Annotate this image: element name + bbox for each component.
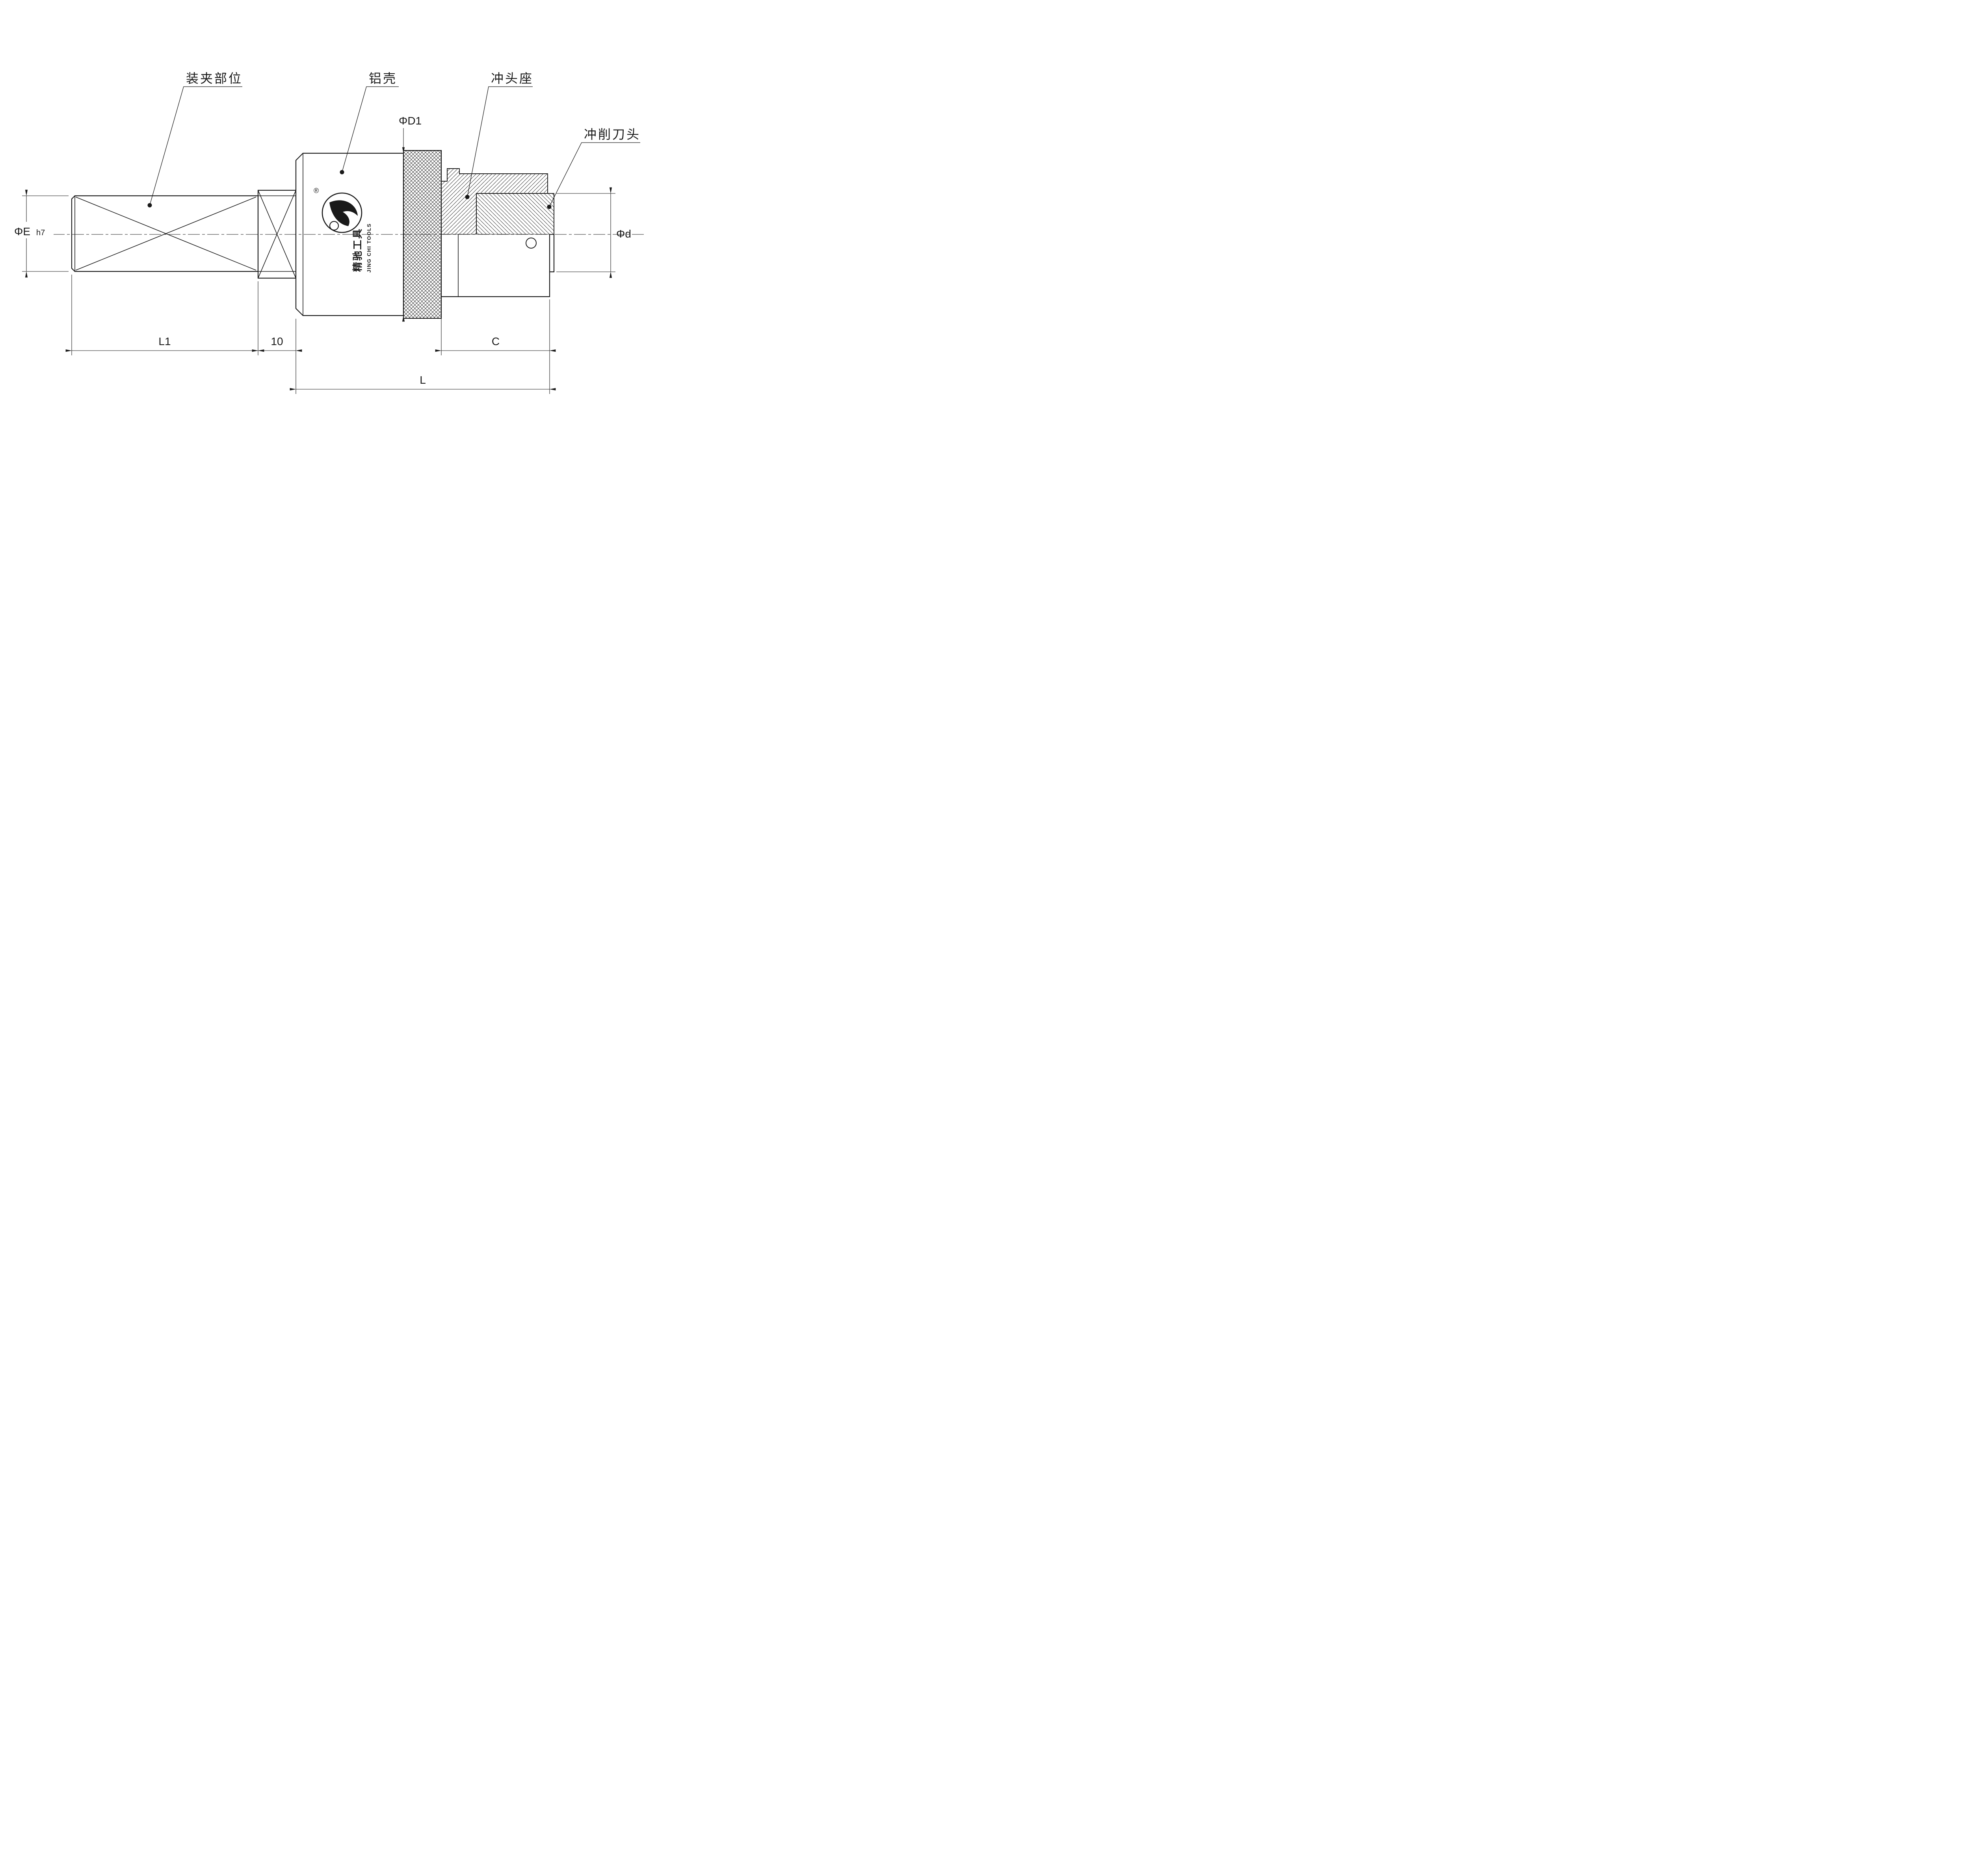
callout-punch-head-label: 冲削刀头 <box>584 127 641 141</box>
dim-L1 <box>65 275 264 355</box>
callout-shell-label: 铝壳 <box>369 71 397 85</box>
dim-phiD1-label: ΦD1 <box>399 115 422 127</box>
set-screw-hole <box>526 238 537 249</box>
dim-phiE <box>12 189 69 278</box>
dimension-lines <box>12 128 615 394</box>
callout-clamping <box>147 86 242 208</box>
brand-name-cn: 精驰工具 <box>352 228 363 272</box>
callout-punch-head <box>547 142 640 209</box>
dimension-labels: ΦE h7 L1 10 ΦD1 C L Φd <box>14 115 631 386</box>
brand-stamp: ® 精驰工具 JING CHI TOOLS <box>314 187 372 273</box>
drawing-sheet: ® 精驰工具 JING CHI TOOLS <box>0 0 663 469</box>
dim-phiE-tolerance: h7 <box>36 228 45 237</box>
dim-10 <box>252 319 302 394</box>
dim-phid-label: Φd <box>616 228 631 240</box>
callout-labels: 装夹部位 铝壳 冲头座 冲削刀头 <box>186 71 641 141</box>
technical-drawing: ® 精驰工具 JING CHI TOOLS <box>0 0 663 469</box>
punch-head-protrusion <box>550 234 555 273</box>
callout-seat <box>465 86 533 199</box>
dim-phiE-label: ΦE <box>14 225 30 238</box>
dim-L-label: L <box>420 374 426 386</box>
dim-C-label: C <box>492 335 500 347</box>
dim-phid <box>556 187 615 278</box>
callout-shell <box>340 86 399 175</box>
callouts <box>147 86 640 209</box>
punch-head-section <box>476 193 554 235</box>
callout-seat-label: 冲头座 <box>491 71 533 85</box>
registered-mark: ® <box>314 187 319 195</box>
brand-name-en: JING CHI TOOLS <box>366 223 372 273</box>
dim-10-label: 10 <box>271 335 283 347</box>
dim-L1-label: L1 <box>158 335 171 347</box>
shank-clamping-section <box>71 195 259 272</box>
logo-dot <box>329 221 339 231</box>
dim-C <box>435 299 556 394</box>
holder-body <box>440 234 555 297</box>
logo-swoosh-icon <box>329 200 358 226</box>
callout-clamping-label: 装夹部位 <box>186 71 243 85</box>
logo-circle <box>322 192 362 233</box>
